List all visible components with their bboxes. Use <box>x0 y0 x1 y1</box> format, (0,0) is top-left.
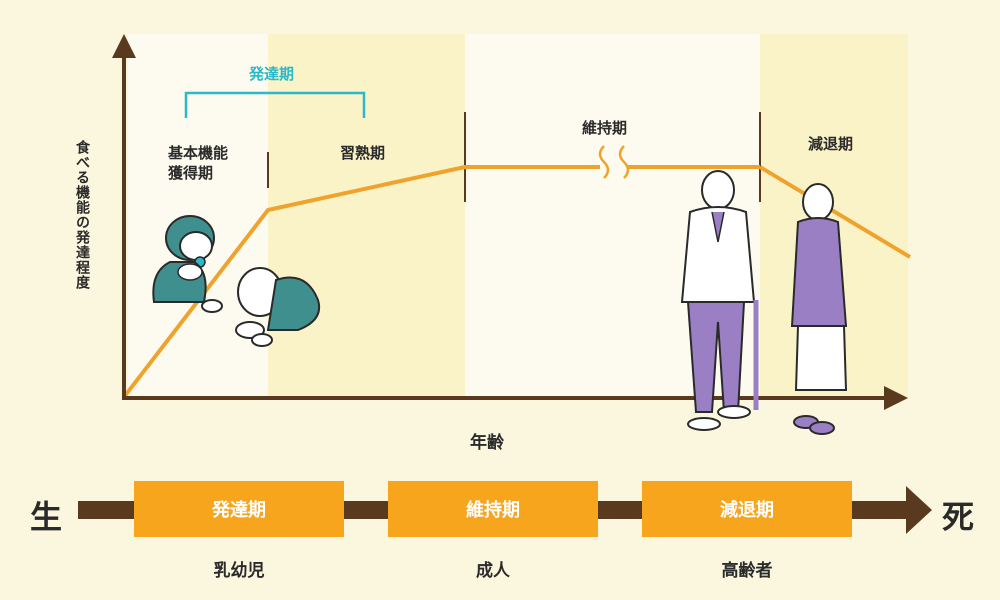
timeline-end-label: 死 <box>942 498 975 536</box>
phase-decline-label: 減退期 <box>808 135 854 153</box>
development-bracket-label: 発達期 <box>249 65 295 83</box>
elderly-woman-illustration <box>790 183 848 435</box>
band-mastery <box>268 34 465 398</box>
timeline-stage-maintenance: 維持期 <box>388 481 598 537</box>
development-bracket <box>184 91 366 118</box>
x-axis-label: 年齢 <box>470 433 504 453</box>
timeline-group-adult: 成人 <box>476 561 510 581</box>
timeline-group-elderly: 高齢者 <box>721 561 773 581</box>
phase-maintenance-label: 維持期 <box>582 119 628 137</box>
timeline-stage-development: 発達期 <box>134 481 344 537</box>
x-axis-arrow <box>884 386 908 410</box>
timeline-group-infant: 乳幼児 <box>213 561 265 581</box>
timeline-start-label: 生 <box>30 498 63 536</box>
timeline-stage-decline: 減退期 <box>642 481 852 537</box>
baby-sitting-illustration <box>152 215 223 313</box>
phase-mastery-label: 習熟期 <box>340 144 386 162</box>
phase-basic-line1: 基本機能 <box>168 144 229 162</box>
y-axis-arrow <box>112 34 136 58</box>
curve-decline <box>758 165 912 259</box>
phase-basic-label: 基本機能 獲得期 <box>168 143 228 183</box>
elderly-man-illustration <box>680 170 759 431</box>
break-mark <box>618 145 630 179</box>
y-axis-label: 食べる機能の発達程度 <box>74 140 90 290</box>
break-mark <box>598 145 610 179</box>
phase-basic-line2: 獲得期 <box>168 164 214 182</box>
development-chart <box>112 34 912 435</box>
development-curve <box>122 165 600 399</box>
baby-crawling-illustration <box>235 267 320 347</box>
